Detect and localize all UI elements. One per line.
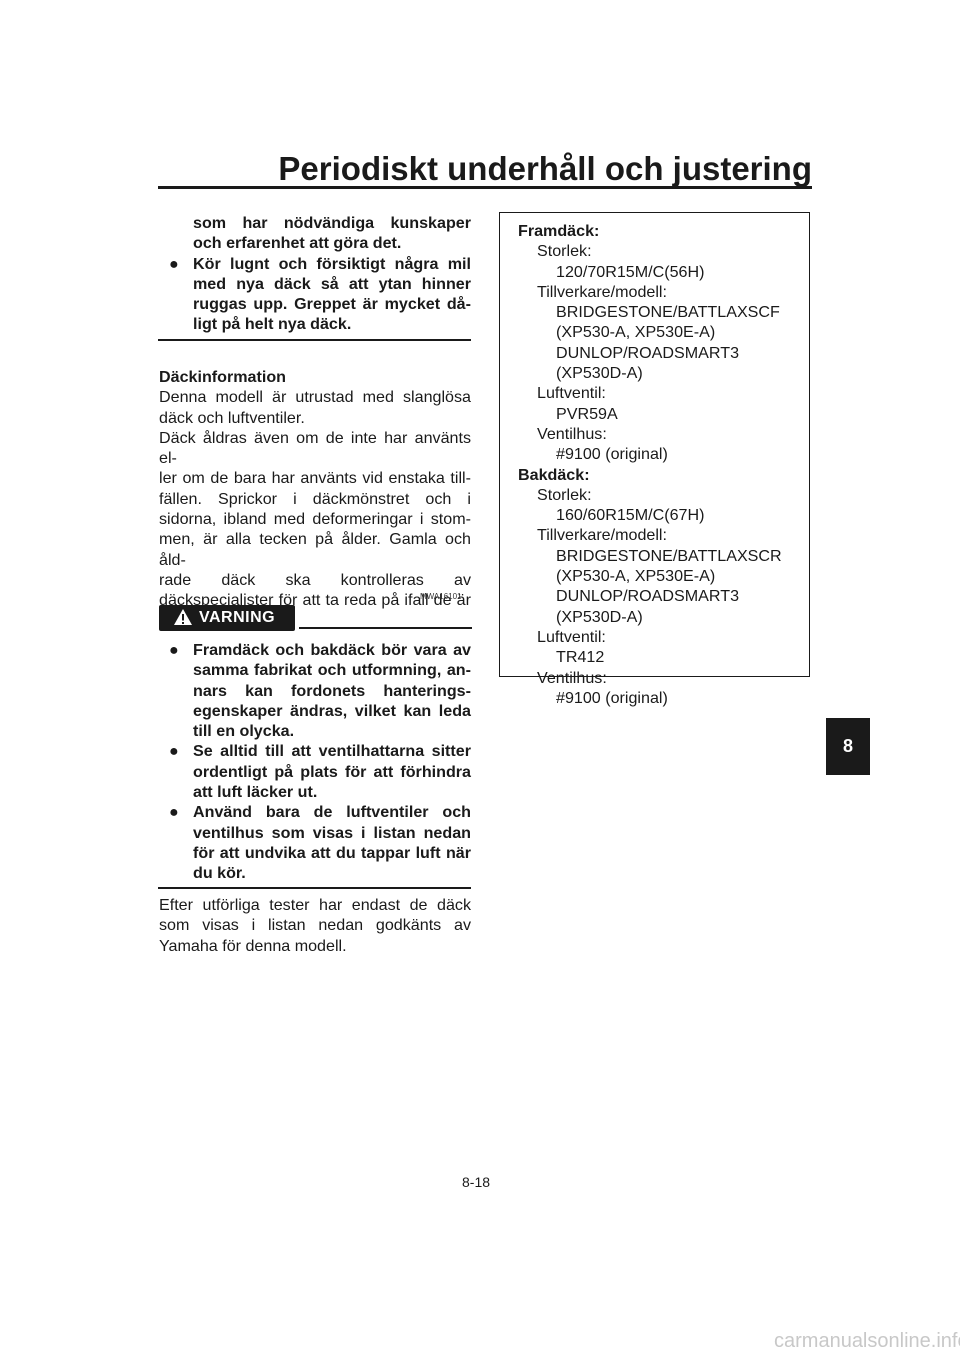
text-line: Framdäck och bakdäck bör vara av xyxy=(193,641,471,659)
text-line: nars kan fordonets hanterings- xyxy=(193,681,471,700)
warning-badge: VARNING xyxy=(159,605,295,631)
text-line: som visas i listan nedan godkänts av xyxy=(159,916,471,935)
text-line: däck och luftventiler. xyxy=(159,408,305,427)
spec-label: Storlek: xyxy=(537,485,592,504)
spec-value: PVR59A xyxy=(556,404,618,423)
text-line: ordentligt på plats för att förhindra xyxy=(193,762,471,781)
text-line: som har nödvändiga kunskaper xyxy=(193,214,471,232)
spec-value: DUNLOP/ROADSMART3 xyxy=(556,343,740,362)
warning-bullet: ● Se alltid till att ventilhattarna sitt… xyxy=(159,741,471,802)
text-line: för att undvika att du tappar luft när xyxy=(193,843,471,862)
text-line: egenskaper ändras, vilket kan leda xyxy=(193,701,471,720)
spec-label: Ventilhus: xyxy=(537,668,607,687)
spec-rear-title: Bakdäck: xyxy=(518,465,590,484)
warning-bullets: ● Framdäck och bakdäck bör vara av samma… xyxy=(159,640,471,884)
spec-label: Storlek: xyxy=(537,242,592,261)
warning-triangle-icon xyxy=(173,608,193,631)
spec-label: Luftventil: xyxy=(537,384,606,403)
spec-value: TR412 xyxy=(556,648,605,667)
warning-header-rule xyxy=(299,627,472,629)
spec-value: BRIDGESTONE/BATTLAXSCR xyxy=(556,546,782,565)
text-line: till en olycka. xyxy=(193,722,295,741)
warning-end-rule xyxy=(158,339,471,341)
spec-label: Tillverkare/modell: xyxy=(537,526,667,545)
intro-warning-tail: som har nödvändiga kunskaper och erfaren… xyxy=(159,213,471,335)
text-line: och erfarenhet att göra det. xyxy=(193,234,402,253)
text-line: fällen. Sprickor i däckmönstret och i xyxy=(159,489,471,508)
warning-bullet: ● Kör lugnt och försiktigt några mil med… xyxy=(159,254,471,335)
spec-value: BRIDGESTONE/BATTLAXSCF xyxy=(556,303,780,322)
warning-header: VARNING xyxy=(159,605,472,631)
spec-label: Luftventil: xyxy=(537,627,606,646)
spec-value: 160/60R15M/C(67H) xyxy=(556,506,705,525)
text-line: du kör. xyxy=(193,864,246,883)
text-line: att luft läcker ut. xyxy=(193,783,318,802)
text-line: Se alltid till att ventilhattarna sitter xyxy=(193,742,471,761)
spec-label: Tillverkare/modell: xyxy=(537,282,667,301)
text-line: Yamaha för denna modell. xyxy=(159,936,347,955)
tire-spec-box: Framdäck: Storlek: 120/70R15M/C(56H) Til… xyxy=(499,212,810,707)
text-line: med nya däck så att ytan hinner xyxy=(193,274,471,293)
spec-value: (XP530D-A) xyxy=(556,607,643,626)
watermark: carmanualsonline.info xyxy=(774,1330,960,1352)
text-line: Efter utförliga tester har endast de däc… xyxy=(159,896,471,914)
warning-bullet: ● Framdäck och bakdäck bör vara av samma… xyxy=(159,640,471,741)
tire-info-section: Däckinformation Denna modell är utrustad… xyxy=(159,367,471,631)
text-line: ler om de bara har använts vid enstaka t… xyxy=(159,469,471,488)
bullet-icon: ● xyxy=(169,254,179,273)
spec-value: #9100 (original) xyxy=(556,688,668,707)
text-line: ventilhus som visas i listan nedan xyxy=(193,823,471,842)
text-line: Däck åldras även om de inte har använts … xyxy=(159,428,471,468)
spec-value: DUNLOP/ROADSMART3 xyxy=(556,587,740,606)
text-line: ligt på helt nya däck. xyxy=(193,315,352,334)
bullet-icon: ● xyxy=(169,803,179,822)
page-title: Periodiskt underhåll och justering xyxy=(278,150,812,187)
warning-end-rule xyxy=(158,887,471,889)
approved-tires-text: Efter utförliga tester har endast de däc… xyxy=(159,895,471,956)
spec-front-title: Framdäck: xyxy=(518,222,600,240)
text-line: ruggas upp. Greppet är mycket då- xyxy=(193,295,471,314)
spec-value: (XP530-A, XP530E-A) xyxy=(556,567,716,586)
spec-value: (XP530-A, XP530E-A) xyxy=(556,323,716,342)
text-line: Använd bara de luftventiler och xyxy=(193,803,471,822)
warning-code: MWA16101 xyxy=(420,592,462,601)
bullet-icon: ● xyxy=(169,742,179,761)
text-line: samma fabrikat och utformning, an- xyxy=(193,661,471,680)
bullet-icon: ● xyxy=(169,641,179,659)
text-line: däckspecialister för att ta reda på ifal… xyxy=(159,591,471,610)
chapter-tab: 8 xyxy=(826,718,870,775)
spec-value: (XP530D-A) xyxy=(556,364,643,383)
spec-label: Ventilhus: xyxy=(537,424,607,443)
text-line: rade däck ska kontrolleras av xyxy=(159,570,471,589)
title-underline xyxy=(158,186,812,189)
text-line: Denna modell är utrustad med slanglösa xyxy=(159,388,471,407)
warning-bullet: ● Använd bara de luftventiler och ventil… xyxy=(159,802,471,883)
spec-value: 120/70R15M/C(56H) xyxy=(556,262,705,281)
section-heading: Däckinformation xyxy=(159,368,286,386)
text-line: sidorna, ibland med deformeringar i stom… xyxy=(159,510,471,529)
warning-label: VARNING xyxy=(199,609,276,626)
text-line: men, är alla tecken på ålder. Gamla och … xyxy=(159,530,471,569)
text-line: Kör lugnt och försiktigt några mil xyxy=(193,254,471,273)
page-number: 8-18 xyxy=(462,1174,491,1190)
spec-value: #9100 (original) xyxy=(556,445,668,464)
